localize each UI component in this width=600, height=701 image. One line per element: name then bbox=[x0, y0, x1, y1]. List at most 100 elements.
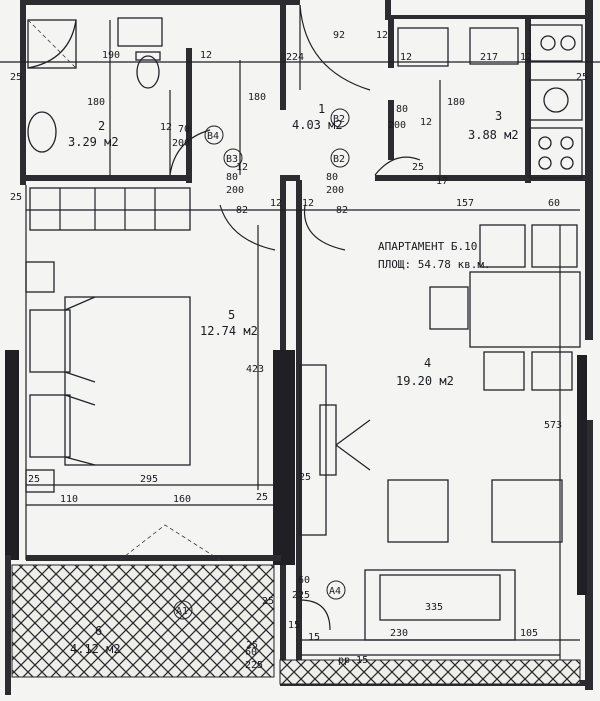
cooktop bbox=[529, 127, 583, 179]
dim-mid-12b: 12 bbox=[302, 198, 314, 209]
dim-pp: pp 15 bbox=[338, 655, 368, 666]
dim-bot-105: 105 bbox=[520, 628, 538, 639]
dim-side-17: 17 bbox=[436, 176, 448, 187]
dim-side-423: 423 bbox=[246, 364, 264, 375]
balcony bbox=[11, 564, 581, 685]
dim-bot-15a: 15 bbox=[308, 632, 320, 643]
sofa bbox=[364, 569, 516, 641]
bathroom-fixtures bbox=[27, 17, 163, 153]
room-1-area: 4.03 м2 bbox=[292, 118, 343, 132]
wardrobe bbox=[29, 187, 191, 231]
dim-bot-60: 60 bbox=[298, 575, 310, 586]
room-labels: 1 4.03 м2 2 3.29 м2 3 3.88 м2 4 19.20 м2… bbox=[68, 102, 519, 656]
door-tag-a1: A1 bbox=[176, 606, 188, 617]
room-6-area: 4.12 м2 bbox=[70, 642, 121, 656]
dim-top-12a: 12 bbox=[200, 50, 212, 61]
living-furniture bbox=[299, 224, 581, 641]
dim-mid-82a: 82 bbox=[236, 205, 248, 216]
toilet bbox=[136, 55, 160, 89]
dim-door-80a: 80 bbox=[396, 104, 408, 115]
dim-door-70: 70 bbox=[178, 124, 190, 135]
tv-cabinet bbox=[299, 364, 327, 536]
room-3-number: 3 bbox=[495, 109, 502, 123]
dim-misc-25d: 25 bbox=[246, 640, 258, 651]
shower-curve bbox=[27, 19, 77, 69]
dim-misc-25a: 25 bbox=[10, 72, 22, 83]
door-tag-b2a: B2 bbox=[333, 114, 345, 125]
dim-side-180a: 180 bbox=[87, 97, 105, 108]
dim-mid-82b: 82 bbox=[336, 205, 348, 216]
room-3-area: 3.88 м2 bbox=[468, 128, 519, 142]
door-tags: B4 B2 B3 B2 A4 A1 bbox=[173, 108, 350, 620]
dimension-texts: 190 12 224 92 12 217 12 12 82 12 12 82 1… bbox=[10, 30, 588, 671]
dim-top-12c: 12 bbox=[400, 52, 412, 63]
washbasin bbox=[27, 111, 57, 153]
dim-bot-225: 225 bbox=[292, 590, 310, 601]
dim-misc-25c: 25 bbox=[10, 192, 22, 203]
apartment-area: ПЛОЩ: 54.78 кв.м. bbox=[378, 258, 491, 271]
room-1-number: 1 bbox=[318, 102, 325, 116]
dim-side-180b: 180 bbox=[248, 92, 266, 103]
kitchen-fixtures bbox=[397, 24, 583, 179]
dim-top-92: 92 bbox=[333, 30, 345, 41]
washing-machine bbox=[117, 17, 163, 47]
dim-bot-15b: 15 bbox=[288, 620, 300, 631]
dim-side-12b: 12 bbox=[236, 162, 248, 173]
dim-bot-335: 335 bbox=[425, 602, 443, 613]
dim-door-200a: 200 bbox=[172, 138, 190, 149]
room-5-area: 12.74 м2 bbox=[200, 324, 258, 338]
door-tag-b3: B3 bbox=[226, 154, 238, 165]
dim-misc-225: 225 bbox=[245, 660, 263, 671]
dim-bot-230: 230 bbox=[390, 628, 408, 639]
door-tag-b4: B4 bbox=[207, 131, 219, 142]
chair-3 bbox=[429, 286, 469, 330]
fridge bbox=[397, 27, 449, 67]
room-2-area: 3.29 м2 bbox=[68, 135, 119, 149]
chair-1 bbox=[479, 224, 526, 268]
room-6-number: 6 bbox=[95, 624, 102, 638]
chair-2 bbox=[531, 224, 578, 268]
cabinet bbox=[469, 27, 519, 65]
dim-bot-110: 110 bbox=[60, 494, 78, 505]
chair-5 bbox=[531, 351, 573, 391]
dim-side-12c: 12 bbox=[420, 117, 432, 128]
sink bbox=[529, 24, 583, 62]
dim-mid-157: 157 bbox=[456, 198, 474, 209]
room-4-number: 4 bbox=[424, 356, 431, 370]
dim-misc-60: 60 bbox=[245, 647, 257, 658]
dim-side-180c: 180 bbox=[447, 97, 465, 108]
dim-top-217: 217 bbox=[480, 52, 498, 63]
cooktop-top bbox=[529, 79, 583, 121]
dim-mid-60: 60 bbox=[548, 198, 560, 209]
apartment-title: АПАРТАМЕНТ Б.10 bbox=[378, 240, 477, 253]
dim-top-190: 190 bbox=[102, 50, 120, 61]
dim-misc-25b: 25 bbox=[576, 72, 588, 83]
armchair bbox=[491, 479, 563, 543]
room-4-area: 19.20 м2 bbox=[396, 374, 454, 388]
dim-mid-12a: 12 bbox=[270, 198, 282, 209]
door-swings bbox=[119, 4, 421, 631]
dining-table bbox=[469, 271, 581, 348]
door-tag-a4: A4 bbox=[329, 586, 341, 597]
dim-side-25: 25 bbox=[412, 162, 424, 173]
dim-door-200d: 200 bbox=[326, 185, 344, 196]
chair-4 bbox=[483, 351, 525, 391]
dim-top-12b: 12 bbox=[376, 30, 388, 41]
double-bed bbox=[25, 261, 191, 493]
room-2-number: 2 bbox=[98, 119, 105, 133]
dim-bot-25d: 25 bbox=[262, 596, 274, 607]
coffee-table bbox=[387, 479, 449, 543]
shower-tray bbox=[27, 19, 77, 69]
door-tag-b2b: B2 bbox=[333, 154, 345, 165]
dim-bot-295: 295 bbox=[140, 474, 158, 485]
dim-bot-160: 160 bbox=[173, 494, 191, 505]
dim-side-573: 573 bbox=[544, 420, 562, 431]
dim-door-80b: 80 bbox=[226, 172, 238, 183]
dim-bot-25c: 25 bbox=[299, 472, 311, 483]
room-5-number: 5 bbox=[228, 308, 235, 322]
dim-door-200c: 200 bbox=[226, 185, 244, 196]
dim-top-12d: 12 bbox=[520, 52, 532, 63]
dim-bot-25b: 25 bbox=[256, 492, 268, 503]
apartment-label: АПАРТАМЕНТ Б.10 ПЛОЩ: 54.78 кв.м. bbox=[378, 240, 491, 271]
